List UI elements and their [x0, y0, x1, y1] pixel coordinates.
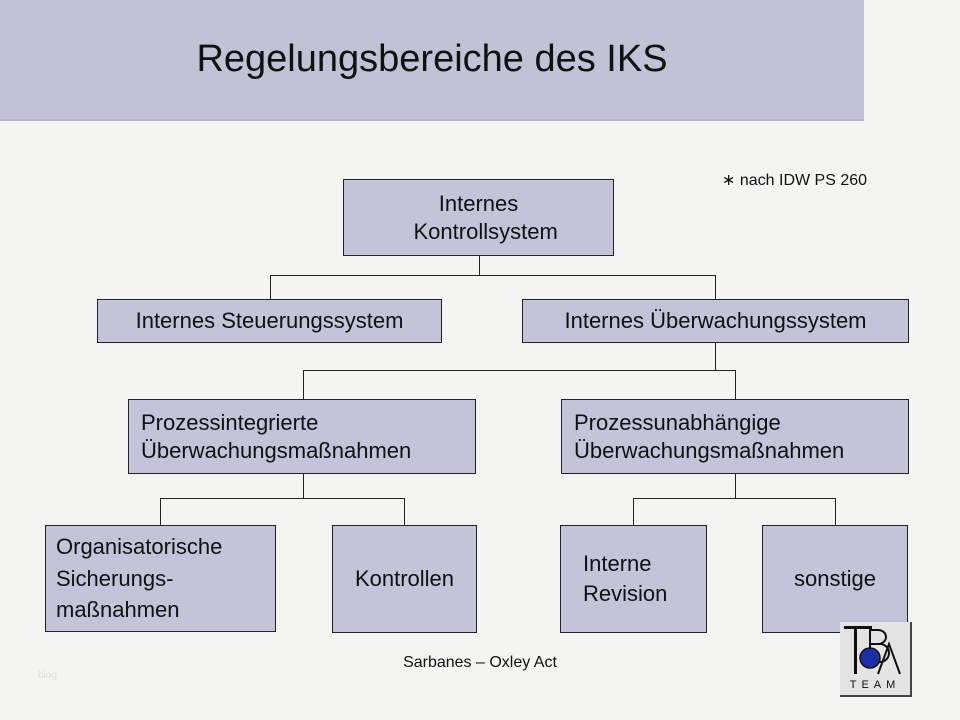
node-label: Prozessunabhängige Überwachungsmaßnahmen	[574, 410, 845, 463]
connector	[303, 474, 304, 498]
page-title: Regelungsbereiche des IKS	[196, 38, 668, 80]
connector	[303, 370, 736, 371]
connector	[160, 498, 405, 499]
connector	[735, 370, 736, 399]
connector	[835, 498, 836, 525]
connector	[270, 275, 716, 276]
logo-icon: TEAM	[844, 626, 901, 691]
connector	[633, 498, 634, 525]
node-prozessintegriert: Prozessintegrierte Überwachungsmaßnahmen	[128, 399, 476, 474]
connector	[735, 474, 736, 498]
tba-team-logo: TEAM	[840, 622, 912, 697]
node-label: Internes Überwachungssystem	[564, 308, 867, 334]
connector	[404, 498, 405, 525]
node-steuerungssystem: Internes Steuerungssystem	[97, 299, 442, 343]
connector	[270, 275, 271, 299]
node-kontrollen: Kontrollen	[332, 525, 477, 633]
connector	[633, 498, 836, 499]
connector	[303, 370, 304, 399]
node-label: Prozessintegrierte Überwachungsmaßnahmen	[141, 410, 412, 463]
node-label: sonstige	[794, 566, 876, 592]
connector	[479, 255, 480, 275]
connector	[160, 498, 161, 525]
node-internes-kontrollsystem: Internes Kontrollsystem	[343, 179, 614, 256]
node-label: Internes Steuerungssystem	[135, 308, 404, 334]
source-note: ∗ nach IDW PS 260	[722, 172, 868, 189]
connector	[715, 343, 716, 370]
title-banner: Regelungsbereiche des IKS	[0, 0, 864, 121]
svg-text:TEAM: TEAM	[850, 679, 901, 691]
node-ueberwachungssystem: Internes Überwachungssystem	[522, 299, 909, 343]
watermark: blog	[38, 670, 57, 681]
node-prozessunabhaengig: Prozessunabhängige Überwachungsmaßnahmen	[561, 399, 909, 474]
node-label: Organisatorische Sicherungs-maßnahmen	[56, 533, 223, 623]
footer-text: Sarbanes – Oxley Act	[403, 654, 557, 671]
node-interne-revision: Interne Revision	[560, 525, 707, 633]
node-label: Kontrollen	[354, 566, 455, 592]
node-label: Interne Revision	[583, 551, 668, 606]
node-sonstige: sonstige	[762, 525, 908, 633]
node-organisatorisch: Organisatorische Sicherungs-maßnahmen	[45, 525, 276, 632]
node-label: Internes Kontrollsystem	[413, 191, 558, 244]
connector	[715, 275, 716, 299]
